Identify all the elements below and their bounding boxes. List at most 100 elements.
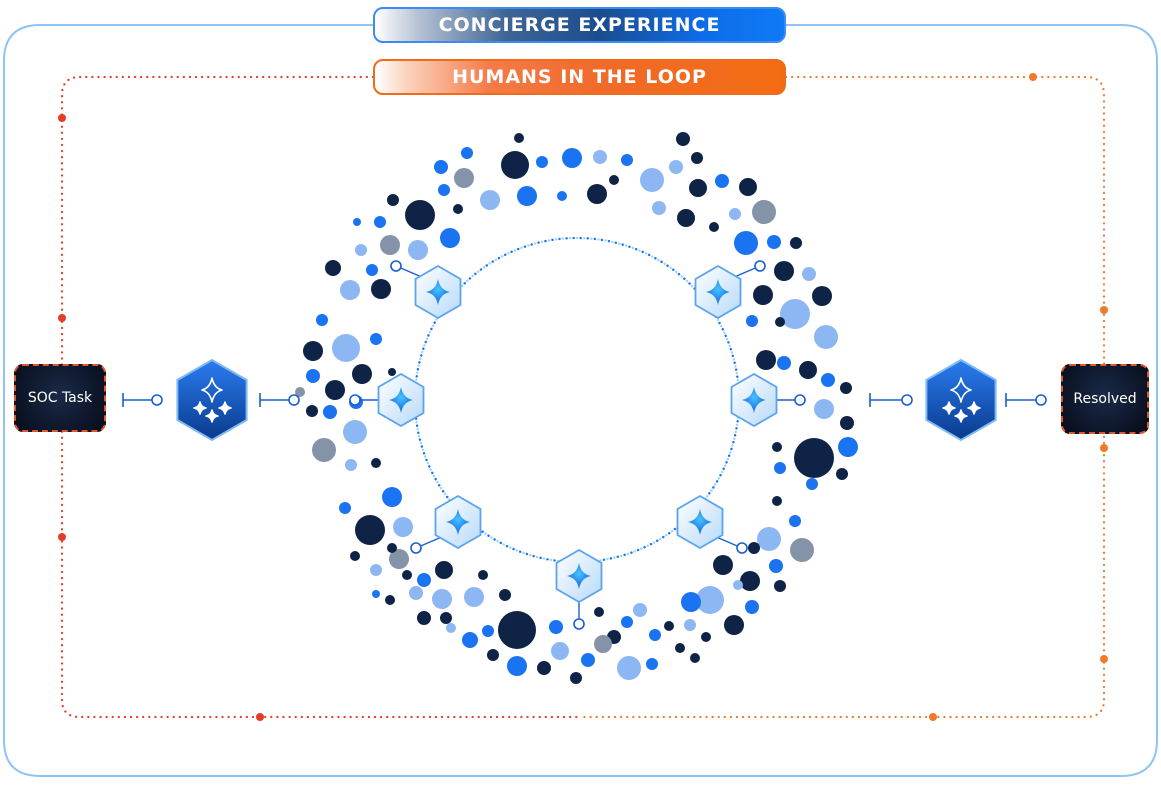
sparkles-icon bbox=[942, 377, 981, 423]
cloud-node bbox=[675, 643, 685, 653]
cloud-node bbox=[594, 635, 612, 653]
cloud-node bbox=[382, 487, 402, 507]
agent-hex-left[interactable] bbox=[176, 358, 248, 442]
cloud-node bbox=[353, 218, 361, 226]
cloud-node bbox=[499, 589, 511, 601]
connector-pin-icon bbox=[573, 618, 585, 630]
cloud-node bbox=[370, 564, 382, 576]
cloud-node bbox=[652, 201, 666, 215]
cloud-node bbox=[669, 160, 683, 174]
cloud-node bbox=[446, 623, 456, 633]
cloud-node bbox=[440, 228, 460, 248]
cloud-node bbox=[372, 590, 380, 598]
cloud-node bbox=[790, 237, 802, 249]
cloud-node bbox=[339, 502, 351, 514]
cloud-node bbox=[340, 280, 360, 300]
soc-task-node[interactable]: SOC Task bbox=[14, 364, 106, 432]
cloud-node bbox=[408, 240, 428, 260]
cloud-node bbox=[715, 174, 729, 188]
loop-marker bbox=[58, 533, 66, 541]
cloud-node bbox=[633, 603, 647, 617]
loop-marker bbox=[1100, 306, 1108, 314]
cloud-node bbox=[775, 317, 785, 327]
cloud-node bbox=[746, 315, 758, 327]
cloud-node bbox=[676, 132, 690, 146]
cloud-node bbox=[814, 399, 834, 419]
cloud-node bbox=[464, 587, 484, 607]
loop-marker bbox=[1100, 655, 1108, 663]
cloud-node bbox=[462, 632, 478, 648]
ring-agent-hex[interactable] bbox=[694, 260, 766, 320]
cloud-node bbox=[767, 235, 781, 249]
cloud-node bbox=[388, 368, 396, 376]
cloud-node bbox=[387, 543, 397, 553]
cloud-node bbox=[478, 570, 488, 580]
cloud-node bbox=[713, 555, 733, 575]
cloud-node bbox=[393, 517, 413, 537]
ring-agent-hex[interactable] bbox=[730, 372, 806, 428]
cloud-node bbox=[640, 168, 664, 192]
ring-agent-hex[interactable] bbox=[410, 494, 482, 554]
cloud-node bbox=[325, 260, 341, 276]
cloud-node bbox=[729, 208, 741, 220]
cloud-node bbox=[593, 150, 607, 164]
cloud-node bbox=[417, 573, 431, 587]
sparkle-icon bbox=[426, 279, 450, 305]
cloud-node bbox=[454, 168, 474, 188]
ring-agent-hex[interactable] bbox=[676, 494, 748, 554]
ring-agent-hex[interactable] bbox=[349, 372, 425, 428]
connector-pin-icon bbox=[390, 260, 402, 272]
cloud-node bbox=[806, 478, 818, 490]
cloud-node bbox=[681, 592, 701, 612]
agent-hex-right[interactable] bbox=[925, 358, 997, 442]
cloud-node bbox=[498, 611, 536, 649]
cloud-node bbox=[537, 661, 551, 675]
cloud-node bbox=[772, 496, 782, 506]
cloud-node bbox=[374, 216, 386, 228]
cloud-node bbox=[557, 191, 567, 201]
cloud-node bbox=[389, 549, 409, 569]
cloud-node bbox=[409, 586, 423, 600]
cloud-node bbox=[480, 190, 500, 210]
cloud-node bbox=[646, 658, 658, 670]
cloud-node bbox=[343, 420, 367, 444]
resolved-node[interactable]: Resolved bbox=[1061, 364, 1149, 434]
ring-agent-hex[interactable] bbox=[390, 260, 462, 320]
cloud-node bbox=[355, 515, 385, 545]
connector-pin-icon bbox=[736, 542, 748, 554]
cloud-node bbox=[501, 151, 529, 179]
flow-connectors bbox=[122, 393, 1047, 407]
cloud-node bbox=[684, 619, 696, 631]
cloud-node bbox=[794, 438, 834, 478]
cloud-node bbox=[753, 285, 773, 305]
cloud-node bbox=[380, 235, 400, 255]
cloud-node bbox=[772, 442, 782, 452]
cloud-node bbox=[769, 559, 783, 573]
cloud-node bbox=[306, 405, 318, 417]
ring-agent-hex[interactable] bbox=[555, 548, 603, 630]
loop-marker bbox=[58, 314, 66, 322]
cloud-node bbox=[821, 373, 835, 387]
cloud-node bbox=[570, 672, 582, 684]
cloud-node bbox=[355, 244, 367, 256]
cloud-node bbox=[664, 621, 674, 631]
cloud-node bbox=[814, 325, 838, 349]
cloud-node bbox=[385, 595, 395, 605]
cloud-node bbox=[780, 299, 810, 329]
cloud-node bbox=[739, 178, 757, 196]
cloud-node bbox=[312, 438, 336, 462]
cloud-node bbox=[440, 612, 452, 624]
loop-marker bbox=[256, 713, 264, 721]
sparkle-icon bbox=[742, 387, 766, 413]
cloud-node bbox=[838, 437, 858, 457]
cloud-node bbox=[507, 656, 527, 676]
cloud-node bbox=[303, 341, 323, 361]
cloud-node bbox=[621, 616, 633, 628]
cloud-node bbox=[514, 133, 524, 143]
cloud-node bbox=[371, 279, 391, 299]
sparkle-icon bbox=[446, 509, 470, 535]
sparkle-icon bbox=[688, 509, 712, 535]
cloud-node bbox=[757, 527, 781, 551]
cloud-node bbox=[371, 458, 381, 468]
